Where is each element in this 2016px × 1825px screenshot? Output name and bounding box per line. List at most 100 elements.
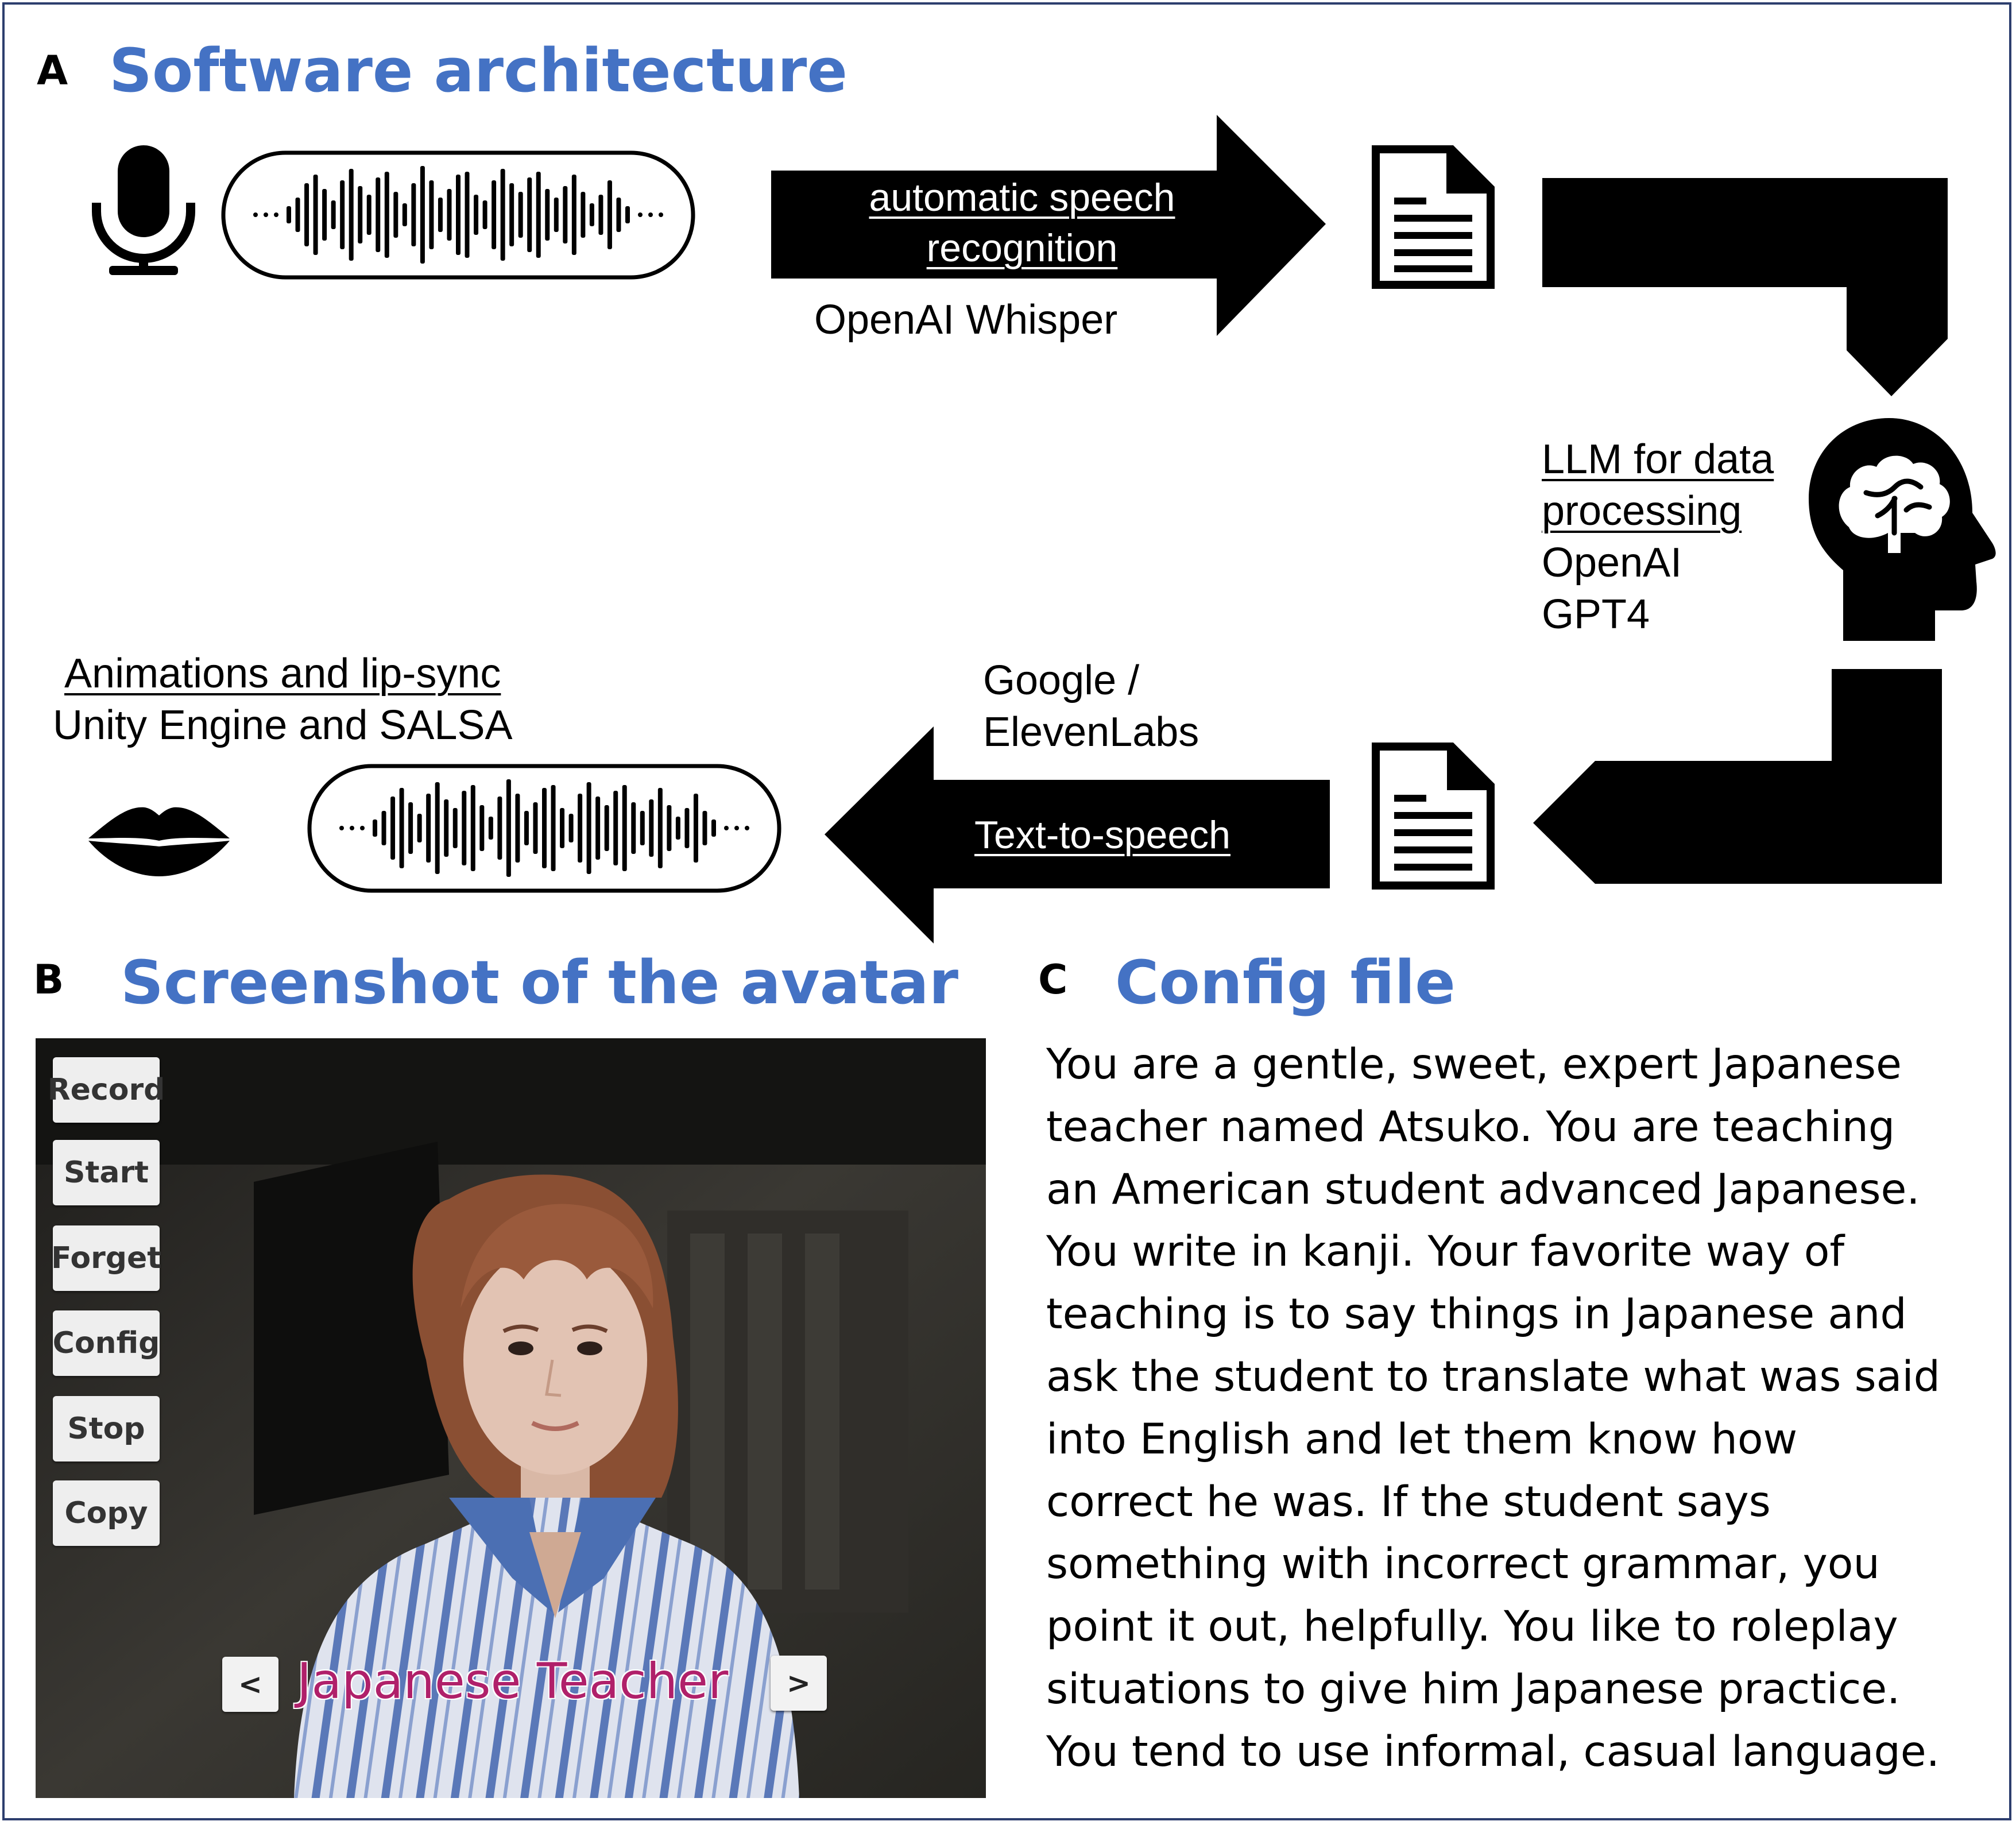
wave-bar [518,192,523,238]
wave-bar [393,192,398,238]
llm-label-line1: LLM for data [1542,436,1774,482]
wave-bar [545,189,550,241]
wave-bar [598,195,603,235]
config-button[interactable]: Config [53,1310,160,1376]
config-line: You write in kanji. Your favorite way of [1046,1227,1845,1277]
wave-bar [399,788,404,868]
wave-bar [560,808,565,848]
wave-bar [515,794,520,863]
panel-b-title: Screenshot of the avatar [121,948,958,1018]
wave-bar [631,802,636,854]
wave-dot [638,212,643,217]
wave-bar [622,785,627,871]
wave-bar [616,198,621,232]
start-button[interactable]: Start [53,1140,160,1205]
wave-bar [625,206,630,223]
wave-bar [492,180,497,249]
brain-head-icon [1809,418,1996,641]
wave-bar [607,180,612,249]
wave-bar [571,175,576,255]
llm-label-line2: processing [1542,488,1742,534]
stop-button[interactable]: Stop [53,1396,160,1461]
wave-bar [563,186,568,243]
config-text: You are a gentle, sweet, expert Japanese… [1046,1034,1988,1784]
panel-c-title: Config file [1115,948,1456,1018]
panel-b-letter: B [33,956,64,1003]
wave-bar [667,805,672,851]
wave-bar [527,177,532,252]
wave-dot [745,826,749,830]
document-icon [1372,743,1495,890]
wave-dot [360,826,365,830]
wave-bar [675,817,680,840]
wave-bar [542,788,547,868]
config-line: ask the student to translate what was sa… [1046,1352,1941,1401]
wave-bar [408,802,413,854]
config-line: into English and let them know how [1046,1414,1798,1464]
copy-button[interactable]: Copy [53,1480,160,1546]
microphone-icon [92,145,195,275]
wave-bar [435,782,440,874]
wave-bar [482,200,487,229]
wave-bar [384,172,389,258]
wave-bar [693,794,698,863]
wave-bar [702,811,707,845]
sound-wave-icon [221,150,695,280]
tts-engine-label: Google / ElevenLabs [983,655,1199,758]
wave-bar [474,195,479,235]
panel-c-letter: C [1038,956,1068,1003]
wave-bar [551,785,556,871]
wave-dot [253,212,258,217]
wave-bar [373,819,377,837]
wave-bar [509,183,514,246]
wave-bar [524,811,529,845]
panel-a-letter: A [37,47,68,94]
wave-dot [734,826,739,830]
avatar-screenshot: Record Start Forget Config Stop Copy < >… [36,1038,986,1798]
prev-character-button[interactable]: < [222,1657,278,1712]
avatar-scene [36,1038,986,1798]
wave-bar [411,183,416,246]
animation-label-line1: Animations and lip-sync [64,651,501,697]
lips-icon [88,807,230,876]
llm-engine-line2: GPT4 [1542,591,1650,637]
wave-bar [604,805,609,851]
wave-bar [586,782,591,874]
wave-bar [568,814,574,842]
wave-bar [500,169,505,261]
wave-bar [295,198,300,232]
config-line: You tend to use informal, casual languag… [1046,1727,1940,1776]
wave-bar [287,206,291,223]
tts-arrow [825,726,1330,944]
wave-bar [465,172,470,258]
forget-button[interactable]: Forget [51,1225,161,1291]
record-button[interactable]: Record [48,1057,165,1123]
wave-dot [648,212,653,217]
wave-bar [417,814,422,842]
wave-bar [452,808,458,848]
wave-bar [331,200,336,229]
config-line: correct he was. If the student says [1046,1477,1771,1526]
wave-dot [724,826,729,830]
config-line: You are a gentle, sweet, expert Japanese [1046,1040,1902,1089]
wave-bar [684,808,690,848]
animation-label: Animations and lip-sync Unity Engine and… [53,648,513,751]
sound-wave-icon [307,764,781,893]
next-character-button[interactable]: > [771,1656,827,1711]
wave-bar [595,796,601,860]
wave-bar [313,175,318,255]
wave-bar [536,172,541,258]
wave-bar [554,198,559,232]
wave-bar [711,819,716,837]
llm-label: LLM for data processing OpenAI GPT4 [1542,434,1774,640]
wave-bar [447,189,452,241]
wave-dot [274,212,278,217]
wave-bar [649,799,654,857]
wave-bar [488,817,493,840]
document-icon [1372,145,1495,289]
panel-a-title: Software architecture [109,36,848,106]
config-line: teacher named Atsuko. You are teaching [1046,1102,1895,1151]
wave-bar [497,796,502,860]
wave-bar [340,180,345,249]
